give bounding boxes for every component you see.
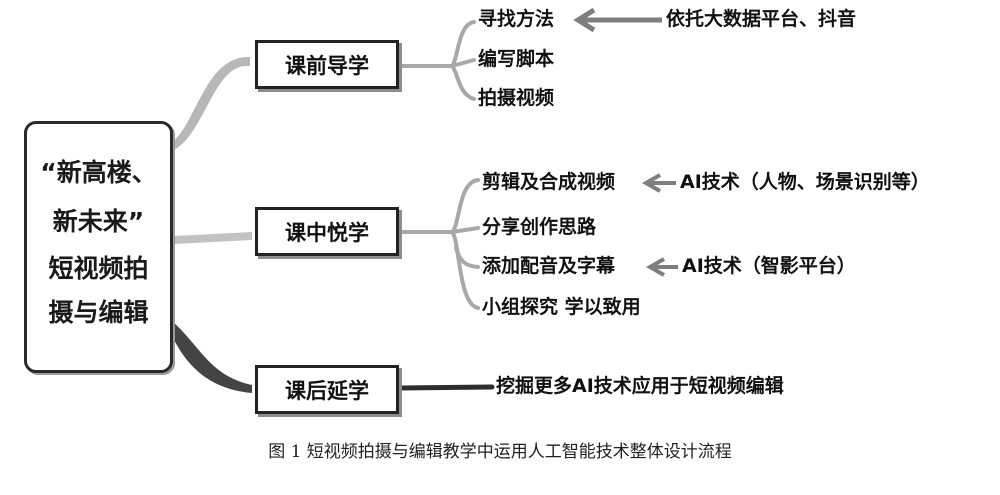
arrow-note-2 xyxy=(641,173,676,193)
fan-stage-2 xyxy=(448,178,480,310)
fan-stage-2-mid xyxy=(450,226,480,269)
note-stage-2-item-1: AI技术（人物、场景识别等） xyxy=(680,171,930,193)
branch-root-to-stage-3 xyxy=(172,322,252,393)
leaf-stage-1-item-1: 寻找方法 xyxy=(478,8,555,30)
root-line-1: “新高楼、 xyxy=(40,158,157,187)
arrow-note-3 xyxy=(645,257,678,277)
fan-stage-1-mid xyxy=(450,58,476,68)
stage-node-pre-class: 课前导学 xyxy=(255,40,399,89)
leaf-stage-2-item-3: 添加配音及字幕 xyxy=(482,255,616,277)
leaf-stage-2-item-2: 分享创作思路 xyxy=(482,216,597,238)
note-stage-2-item-3: AI技术（智影平台） xyxy=(682,255,856,277)
note-stage-3: 挖掘更多AI技术应用于短视频编辑 xyxy=(496,375,784,397)
branch-root-to-stage-1 xyxy=(171,56,250,150)
leaf-stage-1-item-3: 拍摄视频 xyxy=(478,87,555,109)
note-stage-1-item-1: 依托大数据平台、抖音 xyxy=(666,8,857,30)
leaf-stage-1-item-2: 编写脚本 xyxy=(478,48,555,70)
stage-node-post-class: 课后延学 xyxy=(255,365,399,414)
root-line-3: 短视频拍 xyxy=(48,254,149,283)
branch-root-to-stage-2 xyxy=(174,232,252,244)
root-line-2: 新未来” xyxy=(52,207,145,236)
root-line-4: 摄与编辑 xyxy=(48,298,149,327)
stage-node-in-class: 课中悦学 xyxy=(255,207,399,256)
root-node: “新高楼、 新未来” 短视频拍 摄与编辑 xyxy=(24,121,173,373)
leaf-stage-2-item-4: 小组探究 学以致用 xyxy=(482,296,641,318)
fan-stage-3 xyxy=(397,384,495,391)
leaf-stage-2-item-1: 剪辑及合成视频 xyxy=(482,171,616,193)
figure-caption: 图 1 短视频拍摄与编辑教学中运用人工智能技术整体设计流程 xyxy=(268,442,732,462)
arrow-note-1 xyxy=(573,7,662,33)
